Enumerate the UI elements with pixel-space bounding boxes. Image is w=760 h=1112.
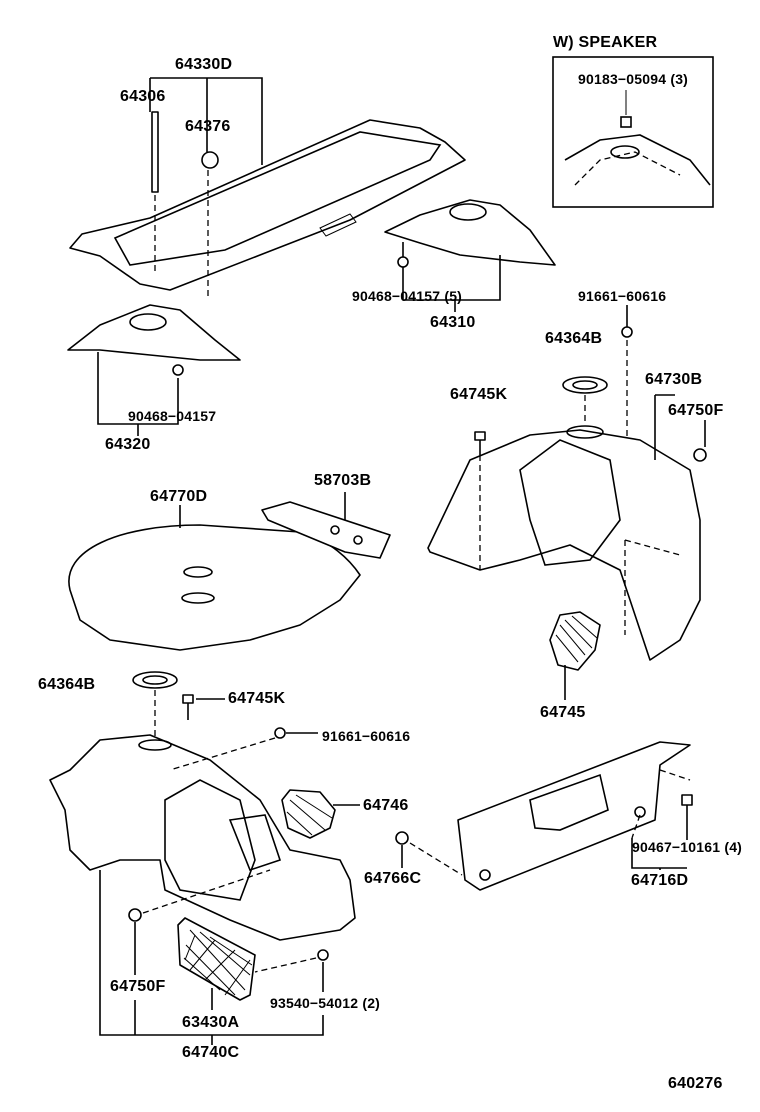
- vent-cover-left: [281, 789, 336, 839]
- package-tray-trim: [69, 119, 466, 291]
- trim-fastener-right: [693, 448, 707, 462]
- part-label-90468-04157: 90468−04157: [128, 408, 217, 424]
- cargo-net: [177, 917, 256, 1001]
- part-label-64730b: 64730B: [645, 371, 703, 388]
- part-label-91661-60616-a: 91661−60616: [578, 288, 667, 304]
- part-label-64306: 64306: [120, 88, 166, 105]
- speaker-bracket-right: [384, 199, 556, 266]
- part-label-64330d: 64330D: [175, 56, 233, 73]
- floor-board: [261, 501, 391, 559]
- floor-mat: [68, 524, 361, 651]
- part-label-64745: 64745: [540, 704, 586, 721]
- part-label-64745k-a: 64745K: [450, 386, 508, 403]
- tray-rod: [151, 111, 159, 193]
- part-label-64766c: 64766C: [364, 870, 422, 887]
- part-label-64746: 64746: [363, 797, 409, 814]
- part-label-64750f-a: 64750F: [668, 402, 724, 419]
- trim-fastener-left: [128, 908, 142, 922]
- part-label-64745k-b: 64745K: [228, 690, 286, 707]
- speaker-variant-title: W) SPEAKER: [553, 34, 658, 51]
- part-label-90183-05094: 90183−05094 (3): [578, 71, 689, 87]
- speaker-ring-right: [562, 376, 608, 394]
- rear-sill-plate: [457, 741, 691, 891]
- part-label-64376: 64376: [185, 118, 231, 135]
- part-label-63430a: 63430A: [182, 1014, 240, 1031]
- part-label-93540-54012: 93540−54012 (2): [270, 995, 381, 1011]
- quarter-trim-right: [427, 425, 701, 661]
- part-label-64364b-b: 64364B: [38, 676, 96, 693]
- part-label-64320: 64320: [105, 436, 151, 453]
- tray-clip: [201, 151, 219, 169]
- figure-number: 640276: [668, 1075, 723, 1092]
- part-label-64310: 64310: [430, 314, 476, 331]
- quarter-trim-left: [49, 734, 356, 941]
- part-label-90467-10161: 90467−10161 (4): [632, 839, 743, 855]
- speaker-inset: [552, 56, 714, 208]
- part-label-91661-60616-b: 91661−60616: [322, 728, 411, 744]
- part-label-90468-04157-5: 90468−04157 (5): [352, 288, 463, 304]
- vent-cover-right: [549, 611, 601, 671]
- part-label-58703b: 58703B: [314, 472, 372, 489]
- trim-clip-left: [182, 694, 194, 720]
- part-label-64770d: 64770D: [150, 488, 208, 505]
- part-label-64740c: 64740C: [182, 1044, 240, 1061]
- speaker-bracket-left: [67, 304, 241, 361]
- speaker-ring-left: [132, 671, 178, 689]
- trim-clip-right: [474, 431, 486, 455]
- sill-clip: [681, 794, 693, 840]
- part-label-64364b-a: 64364B: [545, 330, 603, 347]
- part-label-64750f-b: 64750F: [110, 978, 166, 995]
- part-label-64716d: 64716D: [631, 872, 689, 889]
